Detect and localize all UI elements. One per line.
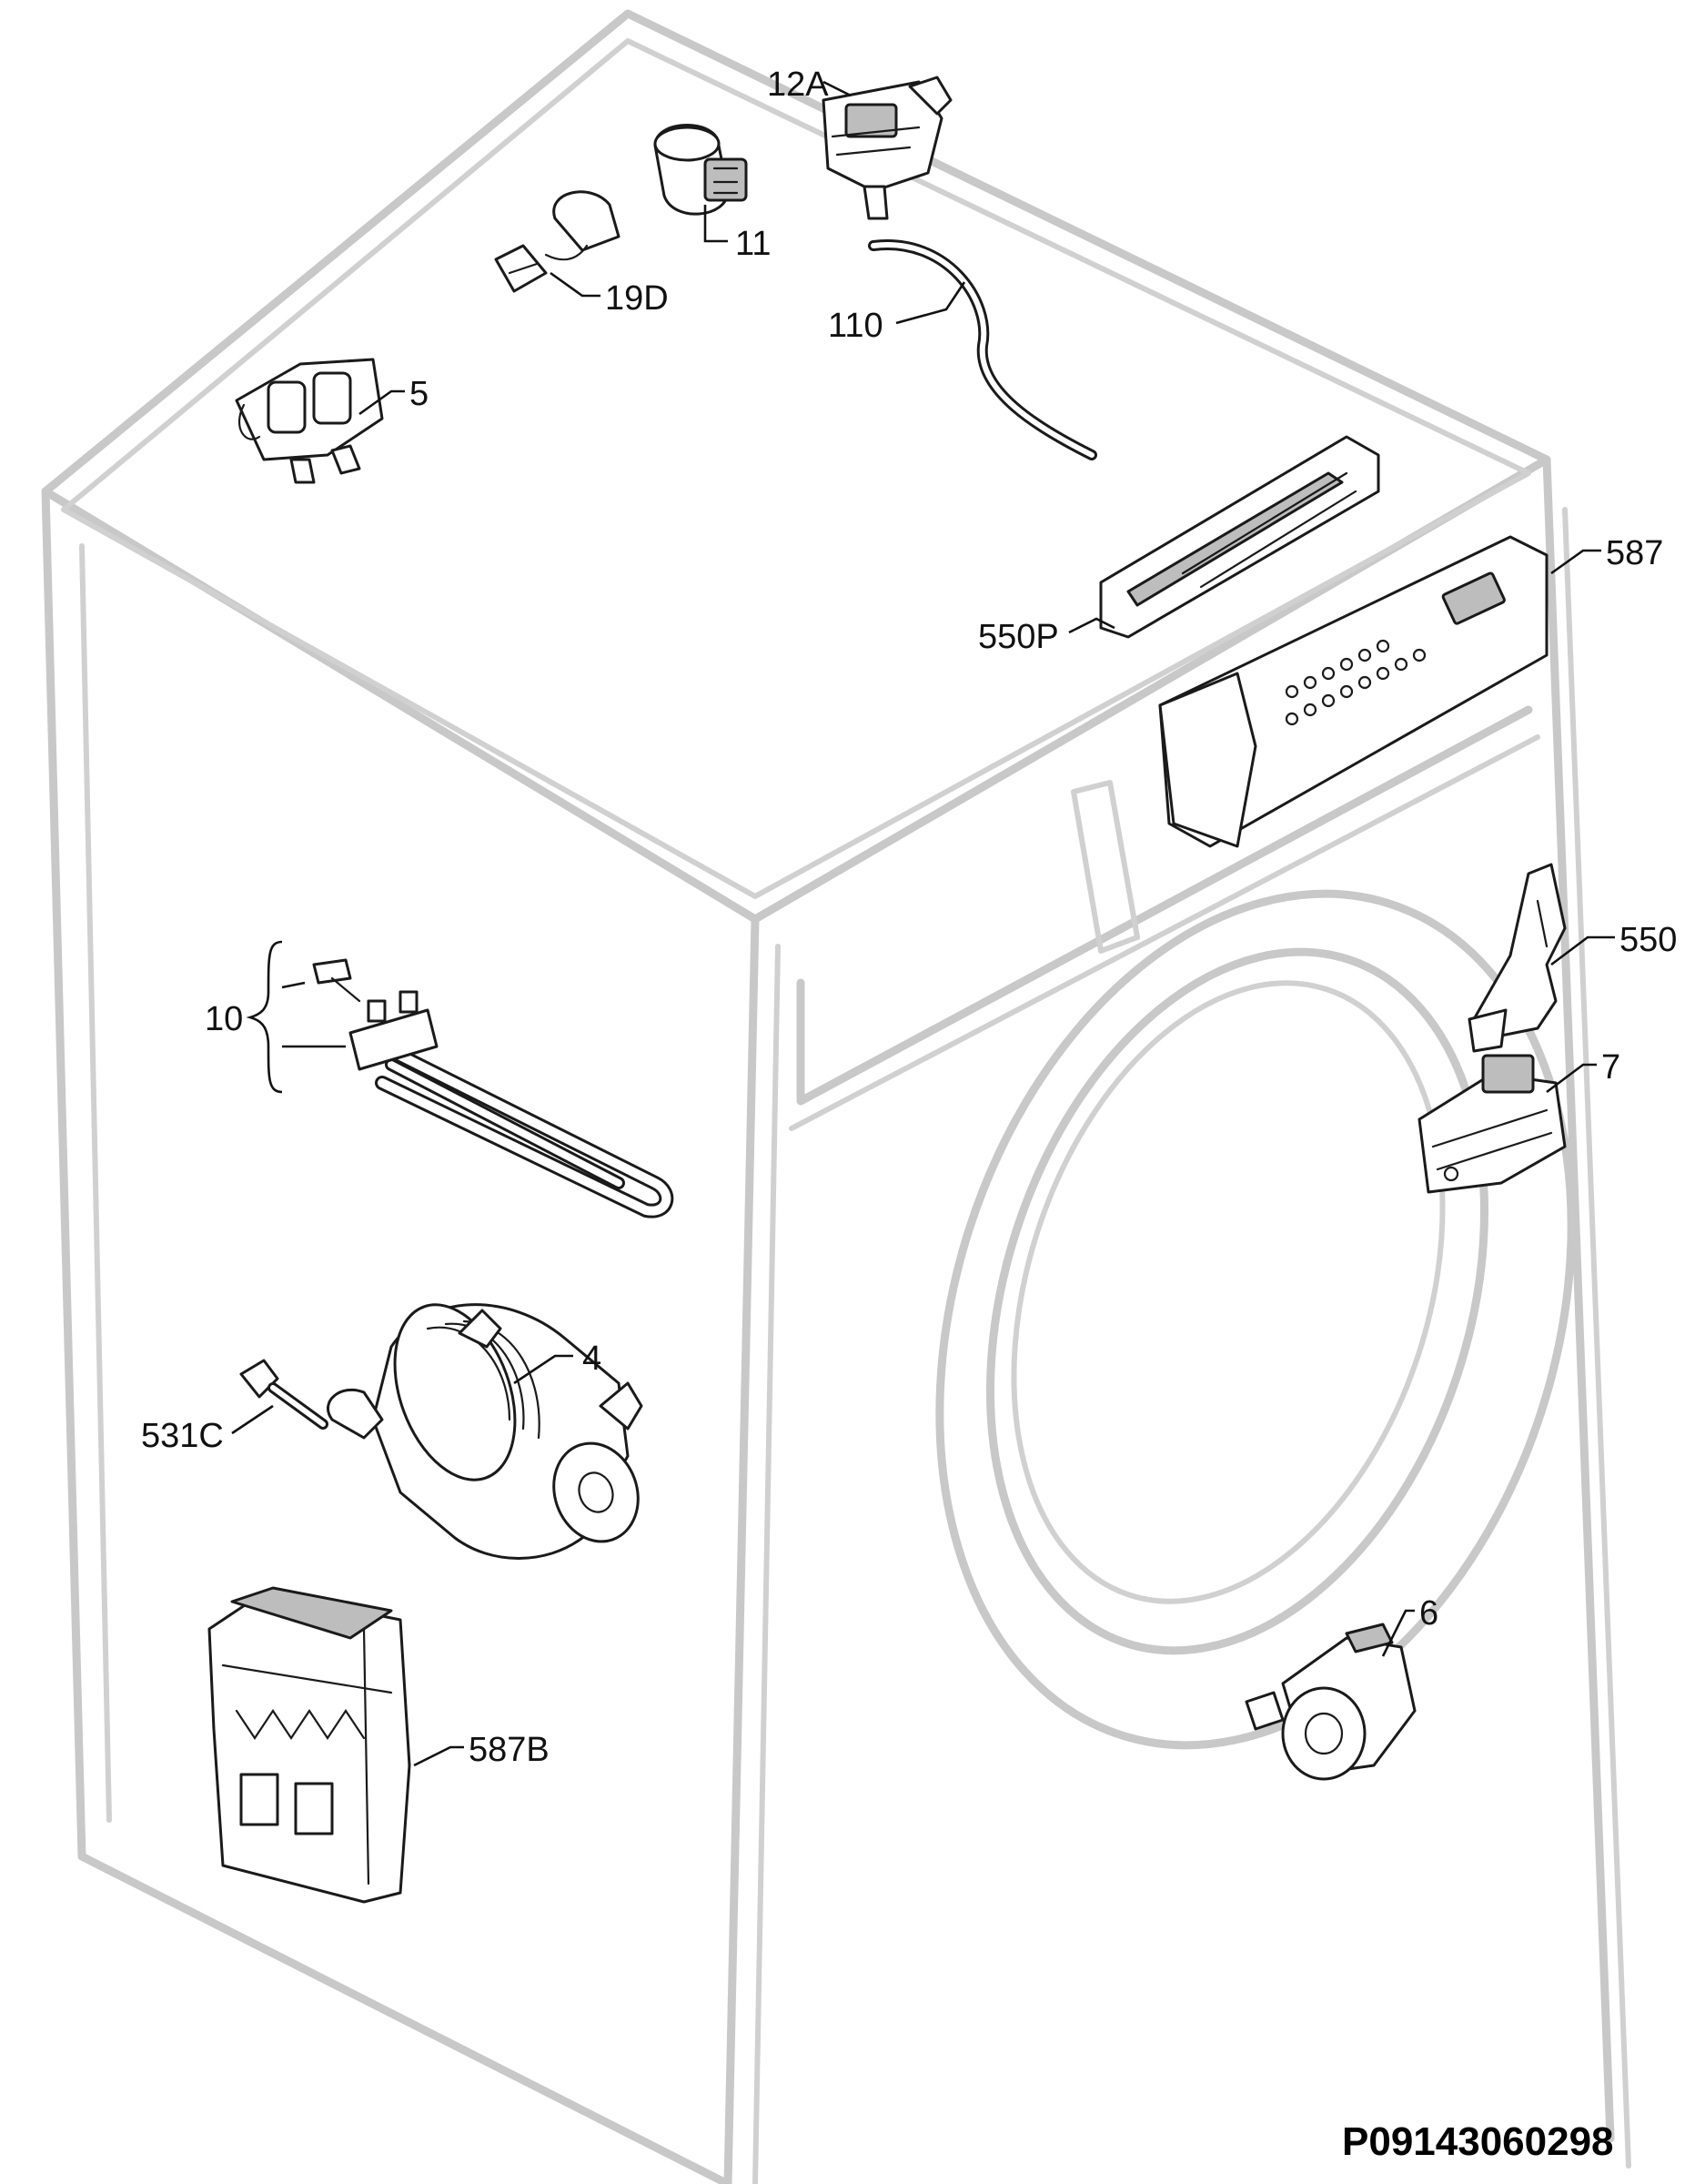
- top-face-inner-edge: [61, 38, 1531, 899]
- part-531C-bolt: [239, 1359, 328, 1430]
- leader-4: [513, 1354, 573, 1385]
- right-face-outline: [1542, 455, 1615, 2143]
- leader-11: [703, 205, 728, 243]
- front-corner-inner-edge: [752, 944, 781, 2184]
- part-11-filter: [653, 124, 748, 216]
- label-5: 5: [409, 375, 429, 413]
- control-panel-lower-edge: [789, 734, 1540, 1131]
- door-glass: [1011, 980, 1446, 1604]
- left-face-outline: [41, 487, 732, 2184]
- leader-12A: [822, 80, 852, 97]
- drawer-recess: [1071, 780, 1140, 954]
- label-550: 550: [1619, 921, 1677, 959]
- leader-19D: [550, 271, 600, 298]
- part-5-inlet-valve: [235, 358, 384, 484]
- part-550P-panel-trim: [1099, 435, 1380, 639]
- leader-5: [358, 389, 405, 416]
- label-110: 110: [828, 307, 883, 345]
- label-6: 6: [1419, 1594, 1438, 1633]
- brace-10: [246, 940, 283, 1094]
- control-panel-band: [796, 705, 1533, 1106]
- appliance-outline: [41, 9, 1631, 2184]
- label-19D: 19D: [605, 279, 669, 318]
- leader-550P: [1068, 617, 1115, 634]
- door-outer-ring: [935, 889, 1576, 1750]
- label-587: 587: [1606, 534, 1663, 572]
- part-110-hose: [868, 239, 1097, 460]
- label-550P: 550P: [978, 618, 1059, 656]
- leader-7: [1546, 1063, 1597, 1094]
- leader-10-a: [281, 981, 306, 989]
- label-4: 4: [582, 1340, 601, 1378]
- door-inner-ring: [985, 947, 1489, 1655]
- drawing-reference-number: P09143060298: [1342, 2119, 1614, 2164]
- part-4-motor: [326, 1303, 643, 1560]
- label-587B: 587B: [469, 1731, 550, 1769]
- part-19D-suppressor: [494, 190, 620, 293]
- label-10: 10: [205, 1000, 243, 1038]
- right-face-edge: [1562, 507, 1631, 2169]
- part-6-drain-pump: [1245, 1623, 1417, 1781]
- front-corner-edge: [723, 915, 760, 2184]
- label-12A: 12A: [767, 66, 829, 104]
- leader-587B: [413, 1745, 464, 1767]
- leader-110: [895, 281, 966, 325]
- left-face-edge: [79, 543, 112, 1823]
- leader-531C: [231, 1404, 274, 1435]
- label-531C: 531C: [141, 1417, 224, 1455]
- part-550-door-handle: [1468, 863, 1567, 1053]
- part-12A-pressure-switch: [822, 76, 953, 220]
- label-11: 11: [735, 225, 771, 263]
- part-587B-motor-module: [207, 1586, 411, 1904]
- leader-550: [1550, 935, 1615, 966]
- part-587-control-board: [1158, 535, 1549, 848]
- leader-587: [1550, 549, 1601, 575]
- part-7-door-lock: [1417, 1054, 1567, 1194]
- label-7: 7: [1601, 1048, 1620, 1087]
- part-10-heater: [312, 958, 674, 1218]
- leader-6: [1381, 1609, 1415, 1657]
